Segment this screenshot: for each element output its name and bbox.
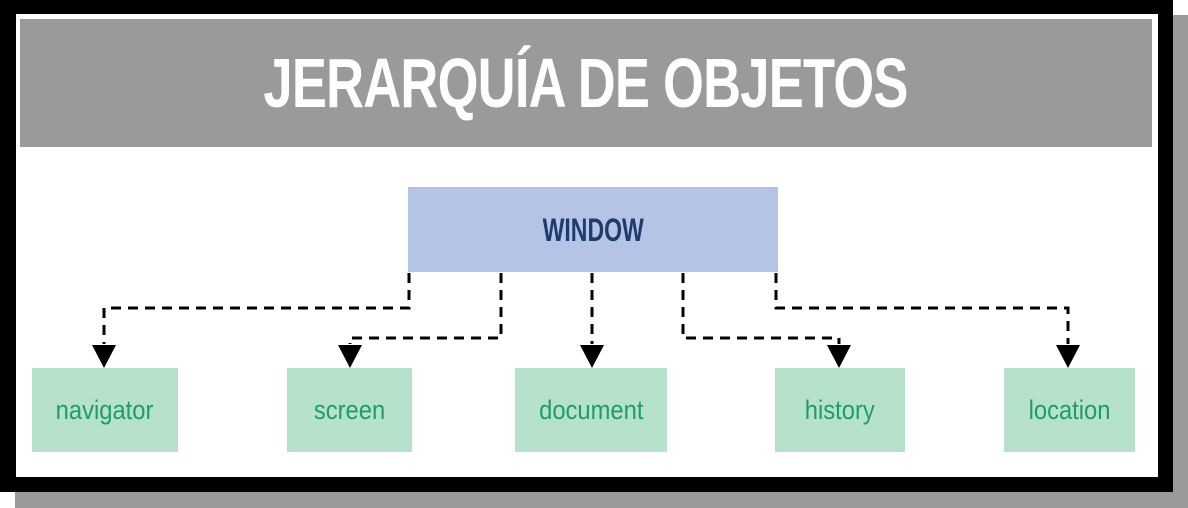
node-window-label: WINDOW (542, 211, 644, 248)
node-location-label: location (1028, 394, 1111, 425)
page-title: JERARQUÍA DE OBJETOS (263, 44, 909, 122)
node-history: history (775, 368, 905, 452)
node-location: location (1004, 368, 1135, 452)
node-screen-label: screen (313, 394, 386, 425)
node-document-label: document (538, 394, 644, 425)
node-screen: screen (287, 368, 412, 452)
node-document: document (515, 368, 667, 452)
node-navigator-label: navigator (56, 394, 154, 425)
node-window: WINDOW (408, 187, 778, 272)
node-history-label: history (805, 394, 875, 425)
node-navigator: navigator (32, 368, 178, 452)
title-banner: JERARQUÍA DE OBJETOS (20, 19, 1152, 147)
